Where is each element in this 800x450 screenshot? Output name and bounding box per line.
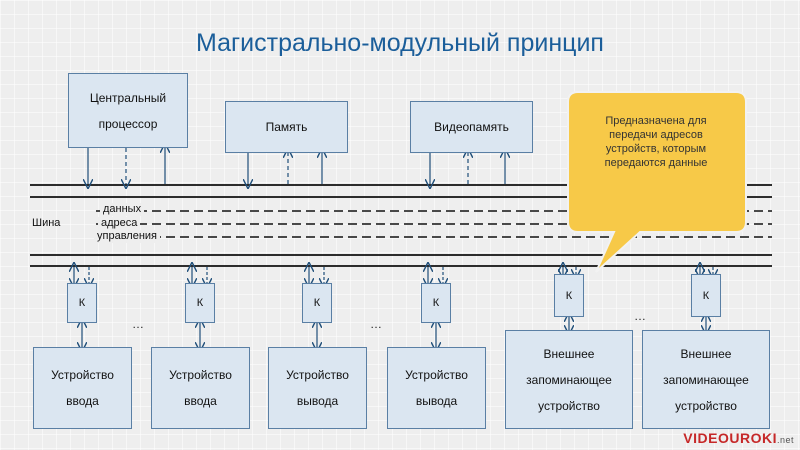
bus-label: Шина bbox=[32, 217, 61, 229]
cpu-module: Центральный процессор bbox=[68, 73, 188, 148]
device-box: Устройство ввода bbox=[151, 347, 250, 429]
page-title: Магистрально-модульный принцип bbox=[196, 29, 604, 57]
controller-label: К bbox=[78, 297, 86, 309]
controller-label: К bbox=[702, 289, 710, 302]
controller-label: К bbox=[565, 289, 573, 302]
callout-text: Предназначена для передачи адресов устро… bbox=[604, 115, 708, 169]
controller-box: К bbox=[67, 283, 97, 323]
bus-line-control-label: управления bbox=[94, 230, 160, 243]
bus-line-address-label: адреса bbox=[98, 217, 141, 230]
controller-box: К bbox=[691, 274, 721, 317]
ellipsis: … bbox=[132, 317, 144, 331]
device-label: Внешнее запоминающее устройство bbox=[526, 346, 612, 413]
controller-label: К bbox=[196, 297, 204, 309]
memory-label: Память bbox=[265, 120, 308, 134]
cpu-label: Центральный процессор bbox=[89, 90, 167, 131]
device-connectors bbox=[82, 317, 706, 347]
device-box: Устройство вывода bbox=[268, 347, 367, 429]
logo-brand: VIDEOUROKI bbox=[683, 430, 777, 446]
device-box: Устройство ввода bbox=[33, 347, 132, 429]
videomemory-module: Видеопамять bbox=[410, 101, 533, 153]
videomemory-label: Видеопамять bbox=[434, 120, 509, 134]
device-box: Устройство вывода bbox=[387, 347, 486, 429]
controller-box: К bbox=[554, 274, 584, 317]
device-box: Внешнее запоминающее устройство bbox=[505, 330, 633, 429]
logo-suffix: .net bbox=[776, 435, 794, 445]
controller-box: К bbox=[302, 283, 332, 323]
device-label: Устройство вывода bbox=[286, 368, 349, 408]
device-label: Устройство вывода bbox=[405, 368, 468, 408]
controller-label: К bbox=[313, 297, 321, 309]
device-label: Устройство ввода bbox=[169, 368, 232, 408]
bus-line-data-label: данных bbox=[100, 203, 145, 216]
callout-bubble bbox=[567, 91, 747, 273]
controller-connectors bbox=[74, 267, 713, 283]
controller-box: К bbox=[421, 283, 451, 323]
controller-box: К bbox=[185, 283, 215, 323]
ellipsis: … bbox=[370, 317, 382, 331]
device-box: Внешнее запоминающее устройство bbox=[642, 330, 770, 429]
device-label: Внешнее запоминающее устройство bbox=[663, 346, 749, 413]
ellipsis: … bbox=[634, 309, 646, 323]
device-label: Устройство ввода bbox=[51, 368, 114, 408]
memory-module: Память bbox=[225, 101, 348, 153]
controller-label: К bbox=[432, 297, 440, 309]
videouroki-logo: VIDEOUROKI.net bbox=[683, 430, 794, 446]
